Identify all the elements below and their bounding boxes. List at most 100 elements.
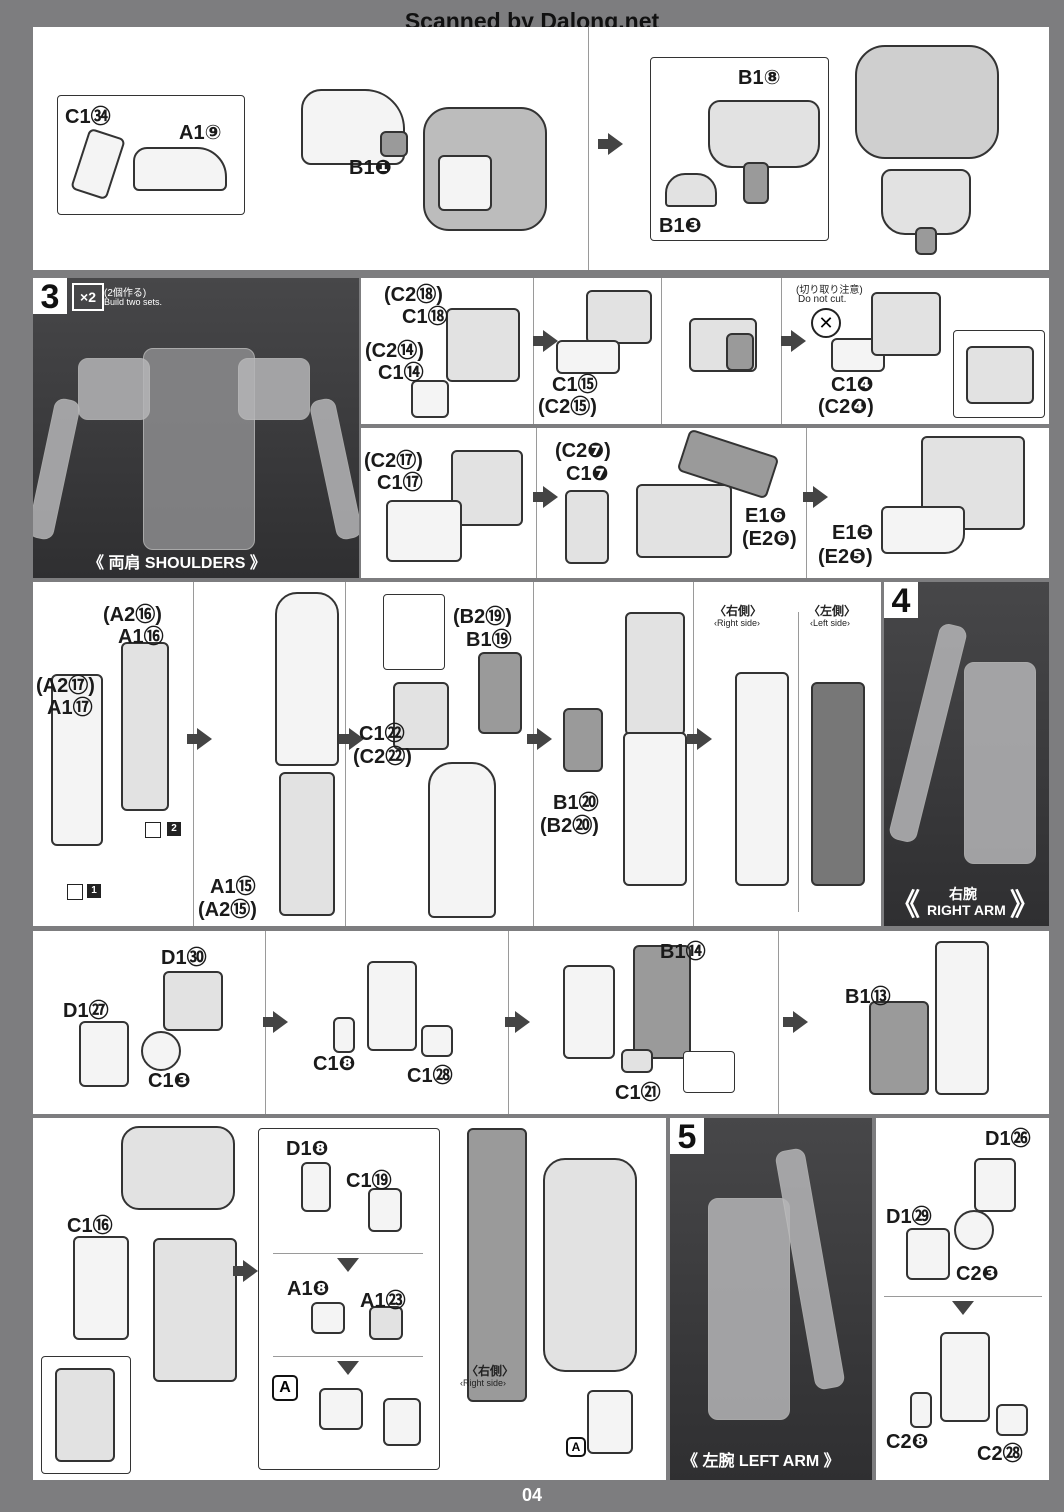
forearm-assembled-2 bbox=[563, 965, 615, 1059]
caption-bracket-right: 》 bbox=[1010, 889, 1040, 922]
hand-open bbox=[319, 1388, 363, 1430]
step4-caption-jp: 右腕 bbox=[949, 886, 977, 902]
label: C1⑱ bbox=[402, 306, 448, 328]
forearm-assembled-1 bbox=[367, 961, 417, 1051]
divider bbox=[533, 582, 534, 926]
sword-handle-frame bbox=[279, 772, 335, 916]
label: B1⑧ bbox=[738, 67, 781, 89]
shoulder-part-e1-5 bbox=[881, 506, 965, 554]
sword-part-a1-16 bbox=[121, 642, 169, 811]
step4-upperarm-panel bbox=[33, 1118, 666, 1480]
right-shoulder-highlight bbox=[238, 358, 310, 420]
neck-base-assembled bbox=[881, 169, 971, 235]
label: C1❹ bbox=[831, 374, 874, 396]
divider bbox=[806, 428, 807, 578]
mini-icon-2: 2 bbox=[167, 822, 181, 836]
divider bbox=[345, 582, 346, 926]
head-assembled bbox=[855, 45, 999, 159]
shoulder-part-c1-7 bbox=[565, 490, 609, 564]
label: (C2⑰) bbox=[364, 450, 423, 472]
hand-attached bbox=[587, 1390, 633, 1454]
label: C1⑭ bbox=[378, 362, 424, 384]
label: (A2⑯) bbox=[103, 604, 162, 626]
flow-arrow bbox=[505, 1011, 530, 1033]
left-shoulder-sword bbox=[33, 396, 82, 542]
divider bbox=[193, 582, 194, 926]
label: B1⑬ bbox=[845, 986, 891, 1008]
forearm-part-c1-21 bbox=[621, 1049, 653, 1073]
part-b1-3 bbox=[665, 173, 717, 207]
build-two-en: Build two sets. bbox=[104, 297, 163, 307]
right-side-en: ‹Right side› bbox=[714, 618, 761, 628]
label: C1㉒ bbox=[359, 723, 405, 745]
left-side-en: ‹Left side› bbox=[810, 618, 851, 628]
hand-part-a1-8 bbox=[311, 1302, 345, 1334]
part-b1-1 bbox=[380, 131, 408, 157]
forearm-sword-side bbox=[467, 1128, 527, 1402]
shoulder-assembled bbox=[871, 292, 941, 356]
label: A1⑨ bbox=[179, 122, 222, 144]
shoulder-rotate-part bbox=[726, 333, 754, 371]
step-number-5: 5 bbox=[670, 1118, 704, 1156]
ref-a-marker: A bbox=[272, 1375, 298, 1401]
left-hand-part-c2-3 bbox=[954, 1210, 994, 1250]
label: B1❸ bbox=[659, 215, 702, 237]
mini-icon-1: 1 bbox=[87, 884, 101, 898]
left-hand-part-d1-26 bbox=[974, 1158, 1016, 1212]
forearm-part-d1-30 bbox=[163, 971, 223, 1031]
flow-arrow bbox=[527, 728, 552, 750]
right-arm-sword-silhouette bbox=[887, 621, 969, 845]
right-side-jp: 〈右側〉 bbox=[714, 604, 763, 618]
label: C1㉑ bbox=[615, 1082, 661, 1104]
upperarm-shoulder-joint bbox=[121, 1126, 235, 1210]
left-side-jp: 〈左側〉 bbox=[808, 604, 857, 618]
sword-hint-inset bbox=[383, 594, 445, 670]
divider bbox=[536, 428, 537, 578]
label: E1❺ bbox=[832, 522, 874, 544]
divider bbox=[273, 1253, 423, 1254]
caution-jp: (切り取り注意) bbox=[796, 285, 863, 296]
shoulder-part-c1-14 bbox=[411, 380, 449, 418]
label: C1⑮ bbox=[552, 374, 598, 396]
step5-parts-panel bbox=[876, 1118, 1049, 1480]
caption-en: SHOULDERS bbox=[144, 555, 246, 572]
upperarm-assembled bbox=[153, 1238, 237, 1382]
shoulder-part-c1-17 bbox=[451, 450, 523, 526]
forearm-part-b1-14 bbox=[633, 945, 691, 1059]
shoulder-sub-assembly bbox=[586, 290, 652, 344]
neck-peg bbox=[915, 227, 937, 255]
caption-jp: 両肩 bbox=[108, 555, 141, 572]
sword-left-side bbox=[811, 682, 865, 886]
label: (C2㉒) bbox=[353, 746, 412, 768]
sword-part-a1-17 bbox=[51, 674, 103, 846]
mini-icon-1-box bbox=[67, 884, 83, 900]
divider bbox=[661, 278, 662, 424]
left-shoulder-highlight bbox=[78, 358, 150, 420]
upperarm-detail bbox=[55, 1368, 115, 1462]
divider bbox=[273, 1356, 423, 1357]
caption-bracket-left: 《 bbox=[890, 889, 920, 922]
step3-caption: 《 両肩 SHOULDERS 》 bbox=[88, 555, 266, 572]
label: (C2⑭) bbox=[365, 340, 424, 362]
label: E1❻ bbox=[745, 505, 787, 527]
label: B1⑭ bbox=[660, 941, 706, 963]
divider bbox=[693, 582, 694, 926]
label: D1㉗ bbox=[63, 1000, 109, 1022]
label: (C2⑱) bbox=[384, 284, 443, 306]
label: C1㉞ bbox=[65, 106, 111, 128]
label: (C2❼) bbox=[555, 440, 611, 462]
label: (C2❹) bbox=[818, 396, 874, 418]
step4-caption-en: RIGHT ARM bbox=[927, 902, 1006, 918]
flow-arrow bbox=[783, 1011, 808, 1033]
hand-assembled bbox=[383, 1398, 421, 1446]
head-face bbox=[438, 155, 492, 211]
hand-part-c1-19 bbox=[368, 1188, 402, 1232]
shoulder-part-c1-18 bbox=[446, 308, 520, 382]
flow-arrow-down bbox=[337, 1361, 359, 1375]
step-number-4: 4 bbox=[884, 582, 918, 620]
label: A1㉓ bbox=[360, 1290, 406, 1312]
multiplier-badge: ×2 bbox=[72, 283, 104, 311]
flow-arrow bbox=[233, 1260, 258, 1282]
forearm-part-b1-13 bbox=[869, 1001, 929, 1095]
shoulder-armor-piece bbox=[386, 500, 462, 562]
